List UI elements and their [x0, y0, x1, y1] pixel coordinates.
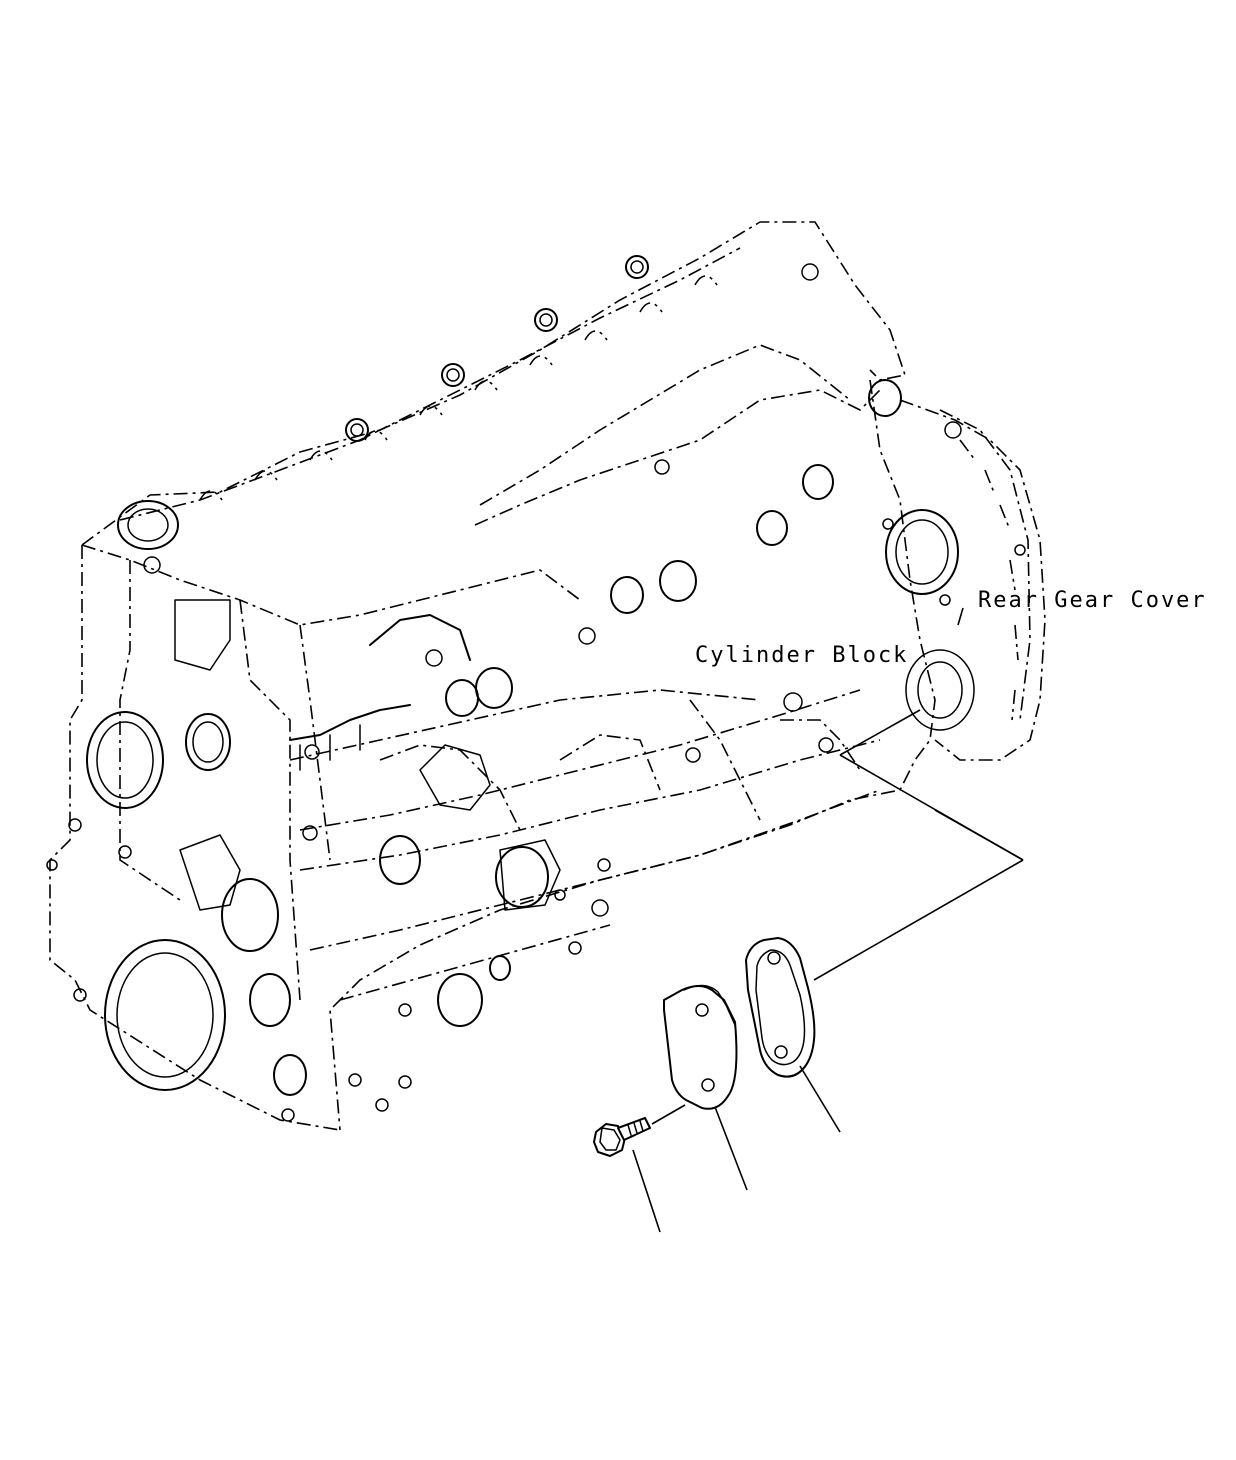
- flange-bolt: [593, 1117, 651, 1157]
- cylinder-block-outline: [49, 221, 1046, 1131]
- cover-plate: [663, 985, 738, 1110]
- leader-lines: [632, 607, 1024, 1233]
- exploded-parts: [593, 937, 816, 1157]
- cylinder-block-label: Cylinder Block: [695, 643, 909, 668]
- cylinder-block-details: [46, 255, 1026, 1122]
- rear-gear-cover-label: Rear Gear Cover: [978, 588, 1207, 613]
